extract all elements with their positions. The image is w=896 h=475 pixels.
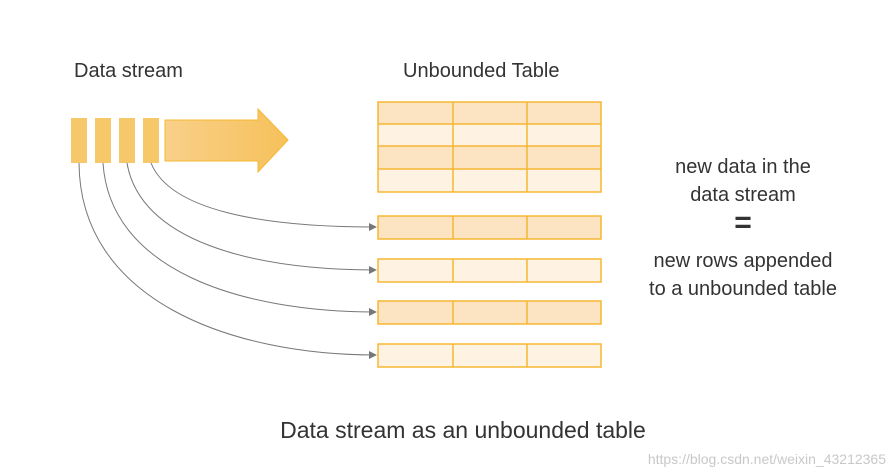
existing-table xyxy=(377,101,602,193)
explanation-line-1: new data in the xyxy=(675,156,811,178)
appended-row-4 xyxy=(377,343,602,368)
unbounded-table-label: Unbounded Table xyxy=(403,60,560,82)
explanation-line-3: new rows appended xyxy=(653,250,833,272)
connector-curve-3 xyxy=(102,162,377,316)
connector-curve-4 xyxy=(78,162,377,359)
diagram-caption: Data stream as an unbounded table xyxy=(280,417,646,443)
table-row xyxy=(378,102,601,124)
stream-packet-3 xyxy=(119,118,135,163)
watermark: https://blog.csdn.net/weixin_43212365 xyxy=(647,451,886,467)
stream-packet-4 xyxy=(143,118,159,163)
stream-packet-1 xyxy=(71,118,87,163)
table-row xyxy=(378,146,601,169)
explanation-line-4: to a unbounded table xyxy=(649,278,837,300)
equals-sign: = xyxy=(734,206,752,239)
stream-packet-2 xyxy=(95,118,111,163)
appended-row-1 xyxy=(377,215,602,240)
appended-row-3 xyxy=(377,300,602,325)
connector-curve-2 xyxy=(126,162,377,274)
appended-row-2 xyxy=(377,258,602,283)
stream-arrow-icon xyxy=(164,107,289,174)
data-stream-label: Data stream xyxy=(74,60,183,82)
table-row xyxy=(378,124,601,146)
table-row xyxy=(378,169,601,192)
explanation-line-2: data stream xyxy=(690,184,796,206)
connector-curve-1 xyxy=(150,162,377,231)
